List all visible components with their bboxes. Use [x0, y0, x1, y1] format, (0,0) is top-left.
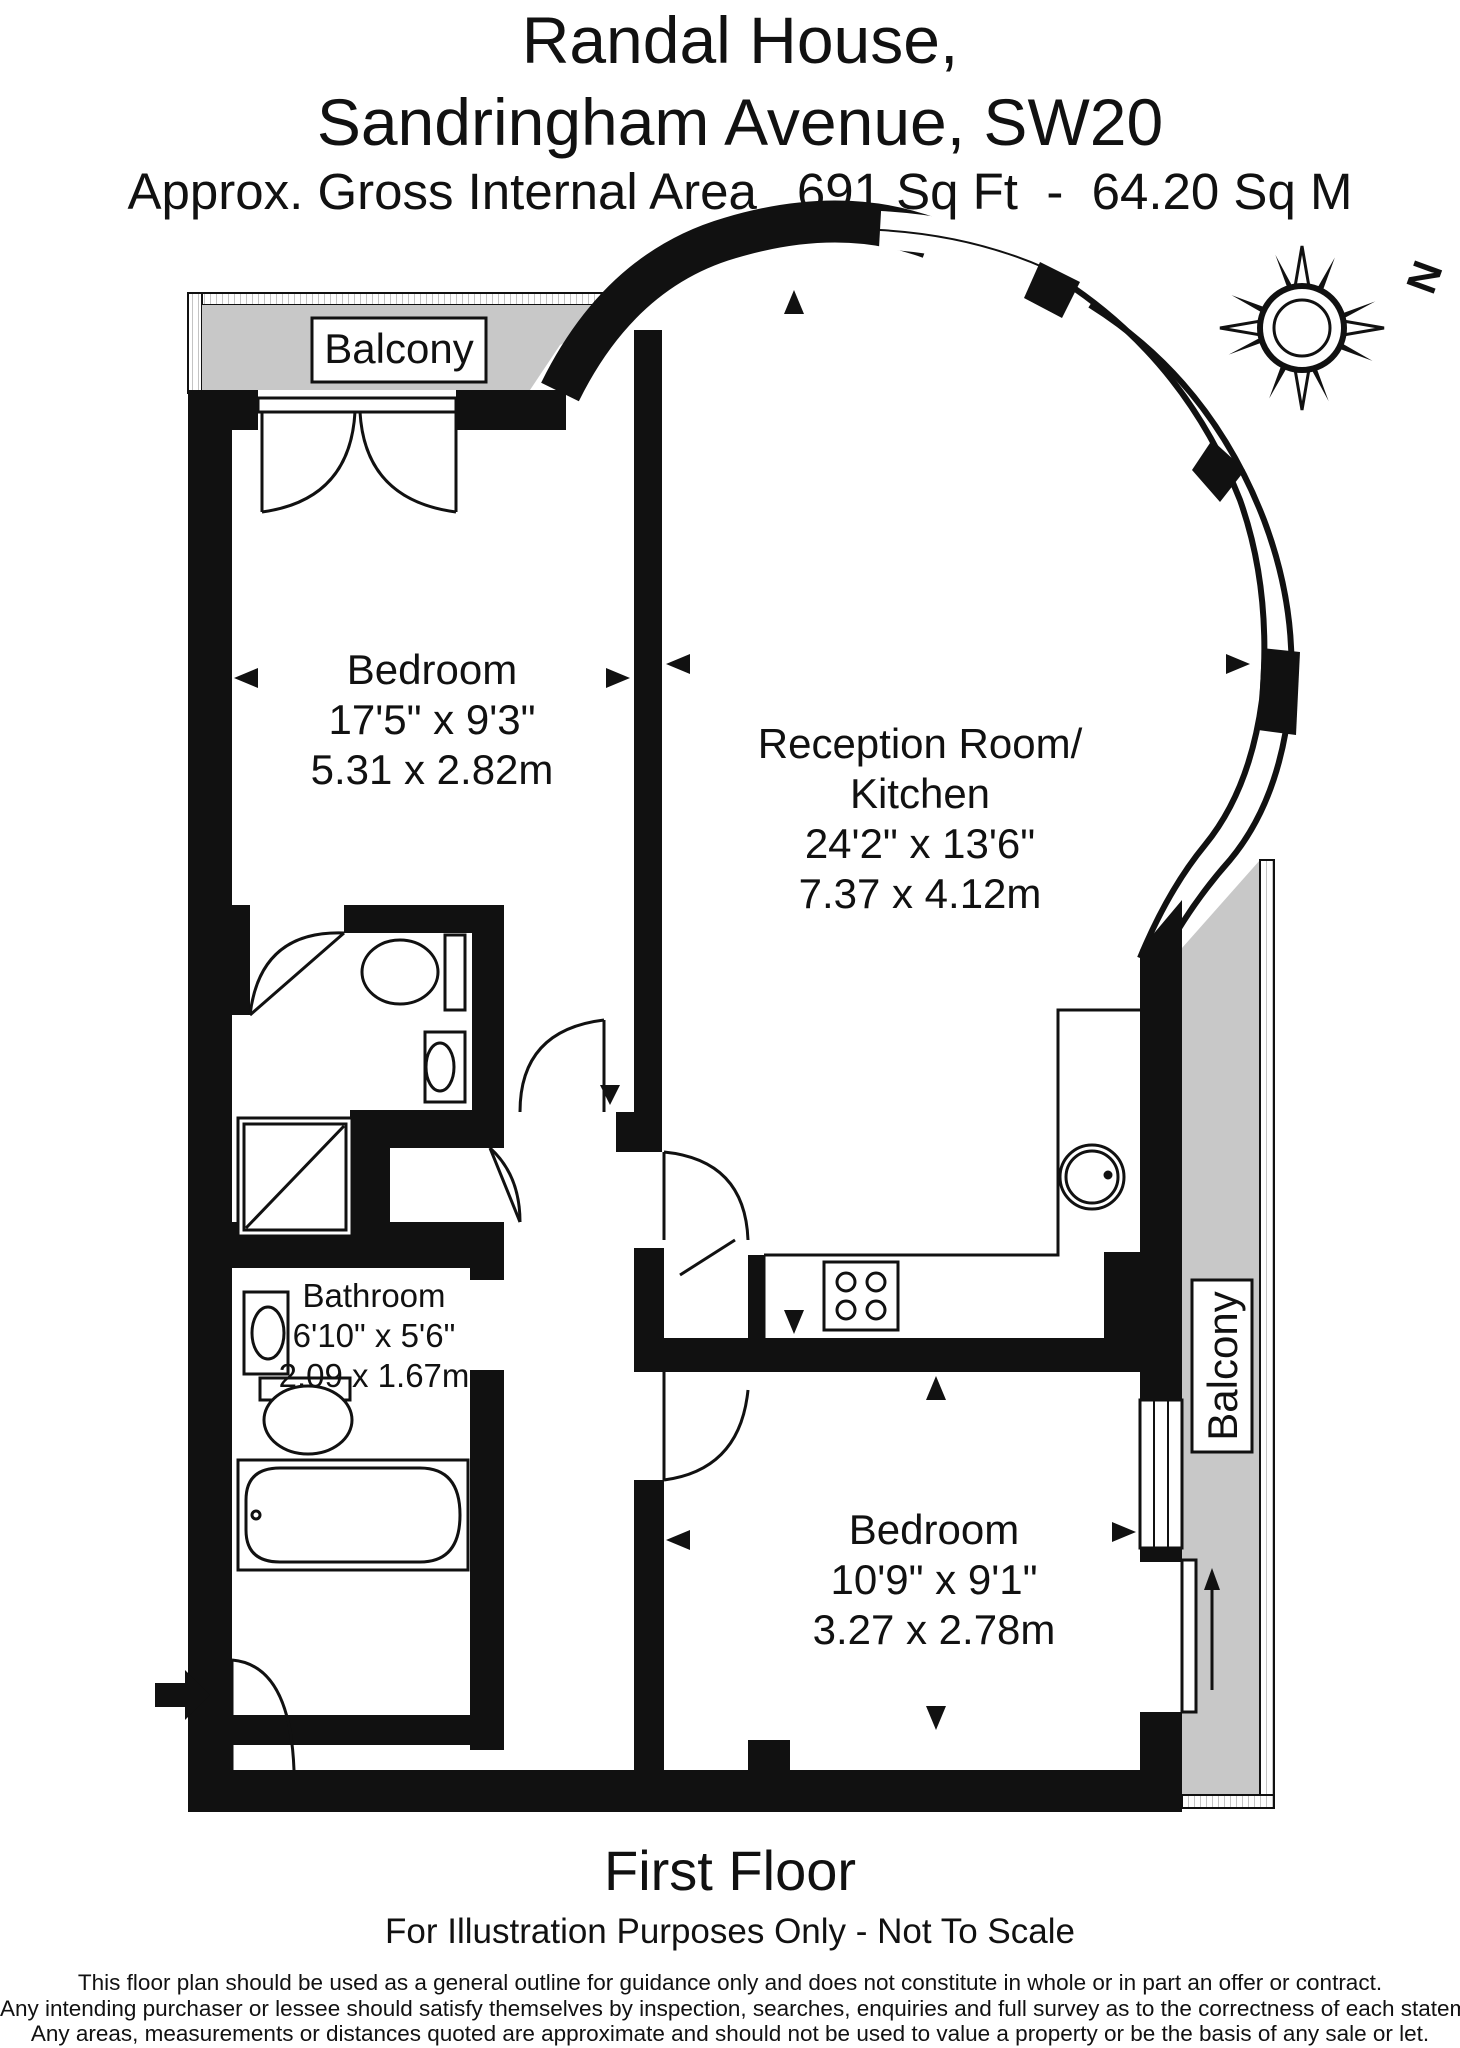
measurement-arrows — [234, 290, 1250, 1730]
reception-name-1: Reception Room/ — [758, 720, 1083, 767]
bedroom1-imperial: 17'5" x 9'3" — [329, 696, 536, 743]
doors — [230, 931, 750, 1771]
reception-name-2: Kitchen — [850, 770, 990, 817]
bedroom1-label: Bedroom 17'5" x 9'3" 5.31 x 2.82m — [311, 646, 554, 793]
kitchen-hob — [822, 1260, 900, 1332]
bathroom-toilet-bowl — [262, 1384, 354, 1456]
svg-text:Balcony: Balcony — [324, 325, 473, 372]
area-sqm: 64.20 Sq M — [1091, 163, 1353, 220]
bathroom-name: Bathroom — [302, 1277, 445, 1314]
bedroom1-metric: 5.31 x 2.82m — [311, 746, 554, 793]
reception-label: Reception Room/ Kitchen 24'2" x 13'6" 7.… — [758, 720, 1083, 917]
fixtures — [236, 933, 1140, 1572]
floor-name: First Floor — [604, 1839, 856, 1902]
bedroom2-window — [1138, 1398, 1220, 1714]
balcony-top-label: Balcony — [310, 316, 488, 384]
bathroom-label: Bathroom 6'10" x 5'6" 2.09 x 1.67m — [279, 1277, 470, 1394]
compass-rose-icon — [1219, 245, 1385, 411]
balcony-right-label: Balcony — [1190, 1278, 1254, 1454]
property-title: Randal House, — [521, 3, 959, 77]
walls — [188, 330, 1182, 1812]
bathroom-metric: 2.09 x 1.67m — [279, 1357, 470, 1394]
bedroom2-label: Bedroom 10'9" x 9'1" 3.27 x 2.78m — [813, 1506, 1056, 1653]
compass-north-label: N — [1397, 255, 1452, 300]
illustration-note: For Illustration Purposes Only - Not To … — [385, 1912, 1075, 1951]
reception-metric: 7.37 x 4.12m — [799, 870, 1042, 917]
bedroom2-metric: 3.27 x 2.78m — [813, 1606, 1056, 1653]
bedroom1-name: Bedroom — [347, 646, 517, 693]
disclaimer-line-3: Any areas, measurements or distances quo… — [30, 2021, 1430, 2046]
property-address: Sandringham Avenue, SW20 — [316, 85, 1164, 159]
bedroom1-balcony-doors — [256, 396, 458, 514]
bathroom-imperial: 6'10" x 5'6" — [293, 1317, 456, 1354]
wc-toilet-bowl — [360, 938, 440, 1006]
area-separator: - — [1046, 163, 1064, 220]
area-label: Approx. Gross Internal Area — [127, 163, 757, 220]
curved-wall — [541, 200, 1300, 980]
wc-toilet-cistern — [443, 933, 467, 1012]
bedroom2-imperial: 10'9" x 9'1" — [831, 1556, 1038, 1603]
disclaimer-line-1: This floor plan should be used as a gene… — [77, 1970, 1383, 1995]
svg-text:Balcony: Balcony — [1199, 1291, 1246, 1440]
reception-imperial: 24'2" x 13'6" — [805, 820, 1035, 867]
bedroom2-name: Bedroom — [849, 1506, 1019, 1553]
entrance-arrow-icon — [155, 1670, 210, 1720]
disclaimer-line-2: Any intending purchaser or lessee should… — [0, 1996, 1460, 2021]
